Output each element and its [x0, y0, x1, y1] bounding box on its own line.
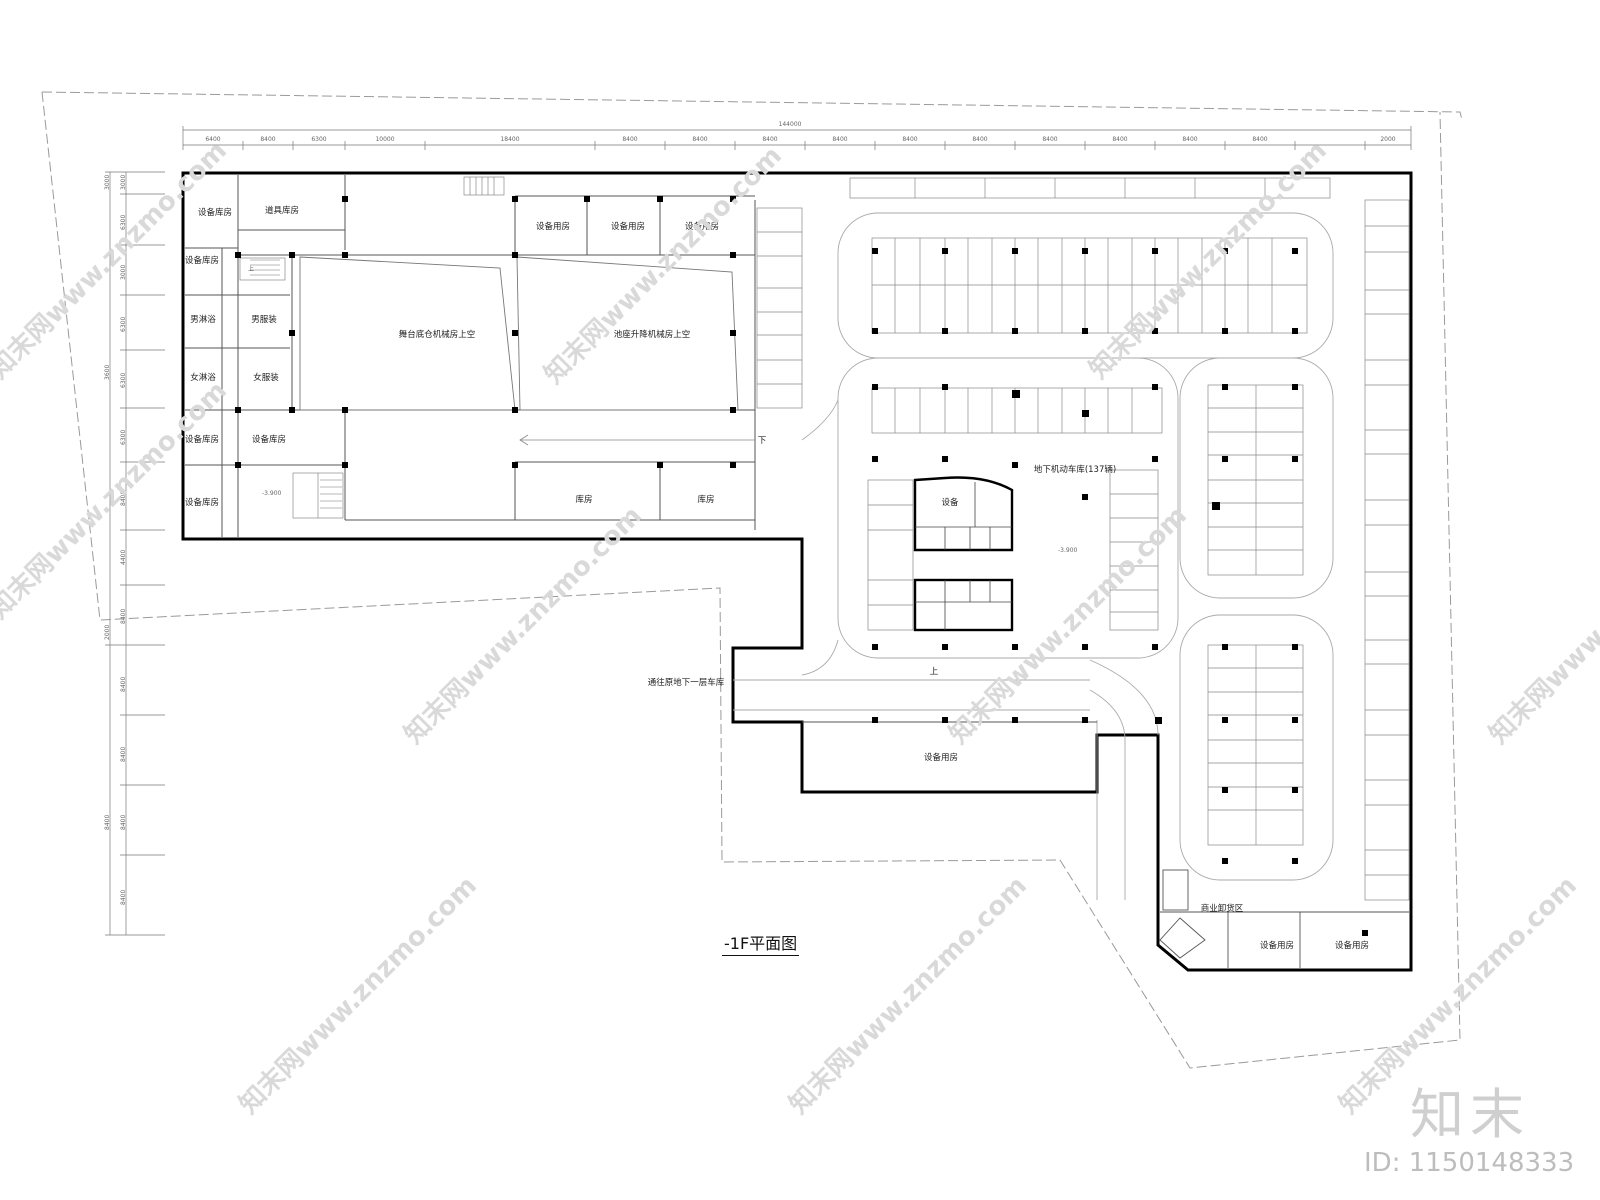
dimension-label: 4400: [120, 550, 127, 565]
dimension-label: 6300: [120, 430, 127, 445]
dimension-label: 8400: [104, 815, 111, 830]
dimension-label: 8400: [832, 136, 847, 143]
dimension-label: 3000: [104, 175, 111, 190]
watermark-text: 知末网www.znzmo.com: [1484, 501, 1600, 750]
structural-columns: [235, 196, 1368, 936]
label-to-old-garage: 通往原地下一层车库: [648, 677, 725, 688]
dimension-label: 6300: [120, 215, 127, 230]
room-storage-2: 库房: [697, 494, 714, 505]
dimension-label: 8400: [972, 136, 987, 143]
parking-bays-middle: [867, 387, 1163, 631]
dimension-label: 8400: [692, 136, 707, 143]
dimension-label: 8400: [120, 815, 127, 830]
parking-island-north: [837, 212, 1334, 359]
room-equip-store-4: 设备库房: [252, 434, 286, 445]
stair-symbols: [239, 176, 505, 519]
ramp-arrow-head: [519, 434, 529, 446]
dimension-label: 8400: [902, 136, 917, 143]
core-interior: [915, 482, 1012, 630]
level-mark-west: -3.900: [262, 490, 282, 497]
stair-up-label: 上: [248, 265, 254, 273]
brand-logo: 知末: [1410, 1083, 1530, 1146]
dimension-label: 2000: [1380, 136, 1395, 143]
top-dimension-labels: 144000 6400 8400 6300 10000 18400 8400 8…: [205, 121, 1395, 143]
dimension-label: 8400: [1182, 136, 1197, 143]
drive-aisles: [733, 399, 1159, 900]
room-male-dressing: 男服装: [251, 314, 277, 325]
pit-void-outline: [516, 256, 739, 411]
watermark-text: 知末网www.znzmo.com: [944, 501, 1193, 750]
parking-bays-east: [1364, 199, 1410, 901]
room-labels: 设备库房 道具库房 设备库房 男淋浴 男服装 女淋浴 女服装 设备库房 设备库房…: [185, 205, 1369, 951]
room-equip-store-2: 设备库房: [185, 255, 219, 266]
dimension-label: 8400: [622, 136, 637, 143]
document-id: ID: 1150148333: [1364, 1148, 1575, 1178]
top-dimension-line: [182, 126, 1412, 150]
parking-island-east-1: [1179, 357, 1334, 599]
dimension-label: 6300: [120, 373, 127, 388]
room-stage-void: 舞台底仓机械房上空: [399, 329, 476, 340]
exterior-wall: [181, 171, 1413, 972]
level-mark-garage: -3.900: [1058, 547, 1078, 554]
dimension-label: 8400: [762, 136, 777, 143]
parking-island-east-2: [1179, 614, 1334, 881]
dimension-label: 8400: [1112, 136, 1127, 143]
dimension-label: 2000: [104, 625, 111, 640]
dimension-label: 18400: [500, 136, 519, 143]
ramp-up-label: 上: [930, 667, 939, 677]
room-equip-store-5: 设备库房: [185, 497, 219, 508]
room-female-dressing: 女服装: [253, 372, 279, 383]
room-equip-room-4: 设备用房: [924, 752, 958, 763]
parking-bays-island-north: [871, 237, 1308, 334]
parking-bays-west: [756, 207, 803, 409]
watermarks: 知末网www.znzmo.com 知末网www.znzmo.com 知末网www…: [0, 136, 1600, 1120]
dimension-label: 8400: [1042, 136, 1057, 143]
dimension-label: 3000: [120, 175, 127, 190]
room-garage: 地下机动车库(137辆): [1034, 464, 1116, 475]
left-dimension-line: [105, 171, 165, 936]
ramp-down-label: 下: [758, 436, 767, 446]
watermark-text: 知末网www.znzmo.com: [784, 871, 1033, 1120]
room-storage-1: 库房: [575, 494, 592, 505]
room-equip-room-1: 设备用房: [536, 221, 570, 232]
dimension-label: 8400: [120, 890, 127, 905]
parking-bays-north: [849, 177, 1331, 199]
watermark-text: 知末网www.znzmo.com: [539, 141, 788, 390]
dimension-label: 3000: [120, 265, 127, 280]
room-male-shower: 男淋浴: [190, 314, 216, 325]
watermark-text: 知末网www.znzmo.com: [234, 871, 483, 1120]
room-loading-area: 商业卸货区: [1201, 903, 1244, 914]
site-boundary: [41, 91, 1463, 1069]
room-prop-store: 道具库房: [265, 205, 299, 216]
room-equip-room-6: 设备用房: [1335, 940, 1369, 951]
drawing-title: -1F平面图: [722, 930, 800, 956]
dimension-label: 3600: [104, 365, 111, 380]
core-block: [913, 476, 1014, 632]
loading-area: [1159, 869, 1409, 968]
room-pit-lift-void: 池座升降机械房上空: [614, 329, 691, 340]
dimension-label: 8400: [120, 609, 127, 624]
dimension-label: 8400: [120, 677, 127, 692]
left-dimension-labels: 3000 3000 6300 3000 3600 6300 6300 6300 …: [104, 175, 127, 905]
room-equip-room-5: 设备用房: [1260, 940, 1294, 951]
room-equip-store-1: 设备库房: [198, 207, 232, 218]
room-equip-store-3: 设备库房: [185, 434, 219, 445]
dimension-label: 8400: [1252, 136, 1267, 143]
dimension-label: 6400: [205, 136, 220, 143]
west-wing-walls: [185, 175, 756, 537]
room-equipment: 设备: [941, 497, 959, 508]
overall-dimension: 144000: [779, 121, 802, 128]
dimension-label: 8400: [120, 491, 127, 506]
dimension-label: 8400: [120, 747, 127, 762]
parking-island-middle: [837, 357, 1179, 659]
room-equip-room-3: 设备用房: [685, 221, 719, 232]
dimension-label: 6300: [120, 317, 127, 332]
room-equip-room-2: 设备用房: [611, 221, 645, 232]
dimension-label: 10000: [375, 136, 394, 143]
parking-bays-east-islands: [1207, 384, 1304, 846]
room-female-shower: 女淋浴: [190, 372, 216, 383]
dimension-label: 8400: [260, 136, 275, 143]
dimension-label: 6300: [311, 136, 326, 143]
